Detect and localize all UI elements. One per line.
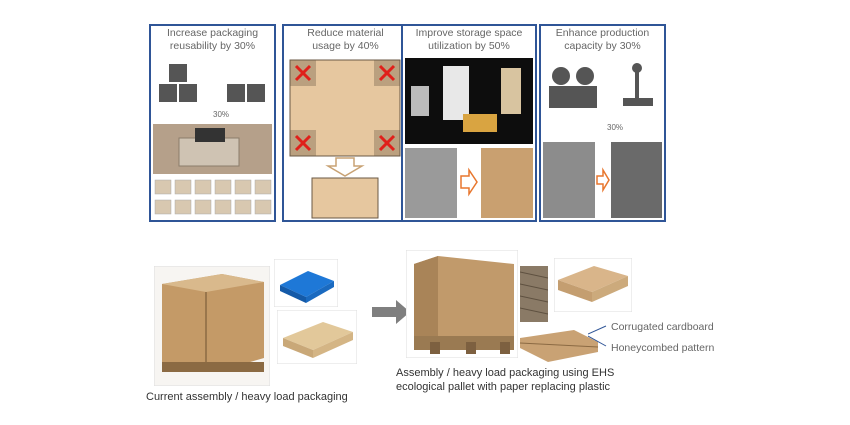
caption-new-line2: ecological pallet with paper replacing p… (396, 381, 611, 393)
paper-crate-photo (406, 250, 518, 358)
panel-material: Reduce material usage by 40% (282, 24, 409, 222)
label-pointers (588, 325, 607, 347)
paper-pallet-photo (554, 258, 632, 312)
caption-current: Current assembly / heavy load packaging (146, 391, 348, 403)
wood-pallet-photo (277, 310, 357, 364)
material-illustration (289, 59, 401, 219)
wooden-crate-photo (154, 266, 270, 386)
panel-title: Enhance production capacity by 30% (555, 27, 650, 52)
storage-illustration (405, 58, 533, 218)
cardboard-layer-photo (519, 330, 599, 362)
badge-30: 30% (213, 110, 229, 119)
panel-storage: Improve storage space utilization by 50% (401, 24, 537, 222)
honeycomb-texture-photo (520, 266, 548, 322)
panel-title: Increase packaging reusability by 30% (166, 27, 259, 52)
panel-title: Reduce material usage by 40% (307, 27, 384, 52)
right-arrow-icon (372, 300, 410, 324)
panel-reusability: Increase packaging reusability by 30% 30… (149, 24, 276, 222)
badge-30: 30% (607, 123, 623, 132)
plastic-pallet-photo (274, 259, 338, 307)
label-honeycomb: Honeycombed pattern (611, 342, 715, 354)
production-illustration: 30% (543, 63, 662, 218)
panel-production: Enhance production capacity by 30% 30% (539, 24, 666, 222)
panel-title: Improve storage space utilization by 50% (415, 27, 523, 52)
label-corrugated: Corrugated cardboard (611, 321, 714, 333)
reusability-illustration: 30% (153, 64, 272, 215)
caption-new-line1: Assembly / heavy load packaging using EH… (396, 367, 615, 379)
